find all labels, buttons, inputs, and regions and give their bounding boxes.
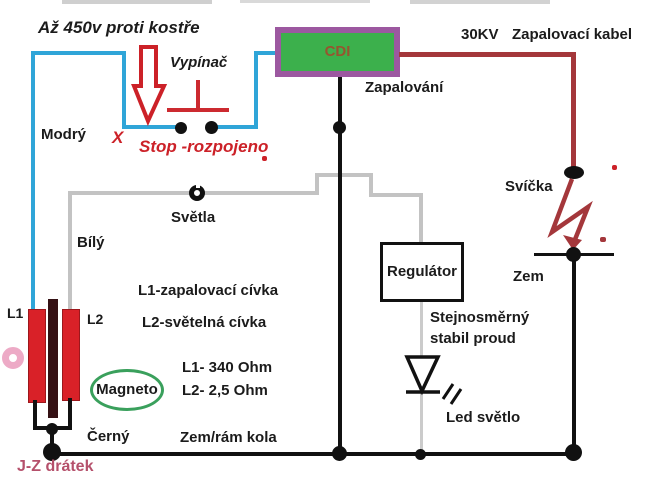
blue-wire-to-switch [122, 125, 178, 129]
coil-core-bar [48, 299, 58, 418]
dc-label-line2: stabil proud [430, 330, 516, 347]
coil-l2-bar [62, 309, 80, 401]
l2-label: L2 [87, 311, 104, 327]
switch-contact-right [205, 121, 218, 134]
bily-label: Bílý [77, 234, 105, 251]
x-mark-label: X [112, 128, 124, 147]
switch-contact-left [175, 122, 187, 134]
lights-wire-vertical-left [68, 191, 72, 311]
spark-gap-node [566, 247, 581, 262]
cdi-label: CDI [324, 42, 351, 60]
ignition-cable-label: Zapalovací kabel [512, 26, 633, 43]
l2-ohm-label: L2- 2,5 Ohm [182, 382, 268, 399]
zapalovani-label: Zapalování [365, 79, 444, 96]
zem-label: Zem [513, 268, 544, 285]
coil-return-right [68, 398, 72, 430]
kill-switch-stem-icon [196, 80, 200, 110]
down-arrow-icon [131, 45, 168, 127]
regulator-box: Regulátor [380, 242, 464, 302]
lights-wire-bump-left [315, 173, 319, 195]
red-mark [600, 237, 606, 242]
modry-label: Modrý [41, 126, 86, 143]
ignition-cable-vertical [571, 52, 576, 170]
blue-wire-drop [122, 51, 126, 129]
ground-wire-right [572, 255, 576, 455]
led-label: Led světlo [446, 409, 521, 426]
blue-wire-riser-cdi [254, 51, 258, 129]
svicka-label: Svíčka [505, 178, 553, 195]
spark-bolt-icon [547, 178, 593, 250]
vypinac-label: Vypínač [170, 54, 228, 71]
dc-label-line1: Stejnosměrný [430, 309, 530, 326]
kill-switch-bar-icon [167, 108, 229, 112]
lights-wire-to-regulator [369, 193, 423, 197]
l1-label: L1 [7, 305, 24, 321]
blue-wire-from-switch [212, 125, 258, 129]
connector-ring-notch [196, 184, 200, 188]
cerny-label: Černý [87, 428, 130, 445]
blue-wire-top [31, 51, 126, 55]
stop-label: Stop -rozpojeno [139, 137, 269, 156]
jz-dratek-label: J-Z drátek [17, 458, 94, 475]
svetla-label: Světla [171, 209, 216, 226]
kv-label: 30KV [461, 26, 499, 43]
coil-l1-bar [28, 309, 46, 403]
red-mark [262, 156, 267, 161]
cdi-ground-wire [338, 77, 342, 455]
regulator-label: Regulátor [386, 262, 457, 280]
lights-wire-bump-right [369, 173, 373, 197]
coil-to-ground [50, 429, 54, 451]
scan-artifact [240, 0, 370, 3]
led-wire-node [415, 449, 426, 460]
led-diode-icon [404, 355, 463, 405]
zem-ram-label: Zem/rám kola [180, 429, 277, 446]
cdi-box: CDI [275, 27, 400, 77]
magneto-label: Magneto [96, 380, 158, 398]
magneto-ellipse: Magneto [90, 369, 164, 411]
spark-plug-cap [564, 166, 584, 179]
jz-ground-node [43, 443, 61, 461]
page-title: Až 450v proti kostře [38, 18, 200, 37]
l1-desc-label: L1-zapalovací cívka [138, 282, 279, 299]
regulator-input-wire [419, 193, 423, 243]
ignition-cable-horizontal [399, 52, 576, 57]
lights-wire-bump-top [315, 173, 373, 177]
red-mark [612, 165, 617, 170]
scan-artifact [410, 0, 550, 4]
cdi-wire-node-top [333, 121, 346, 134]
l1-ohm-label: L1- 340 Ohm [182, 359, 273, 376]
l2-desc-label: L2-světelná cívka [142, 314, 267, 331]
blue-wire-into-cdi [254, 51, 279, 55]
frame-ground-bus [50, 452, 576, 456]
blue-wire-coil-riser [31, 51, 35, 310]
scan-artifact [62, 0, 212, 4]
coil-return-left [33, 400, 37, 429]
pink-grommet-icon [2, 347, 24, 369]
